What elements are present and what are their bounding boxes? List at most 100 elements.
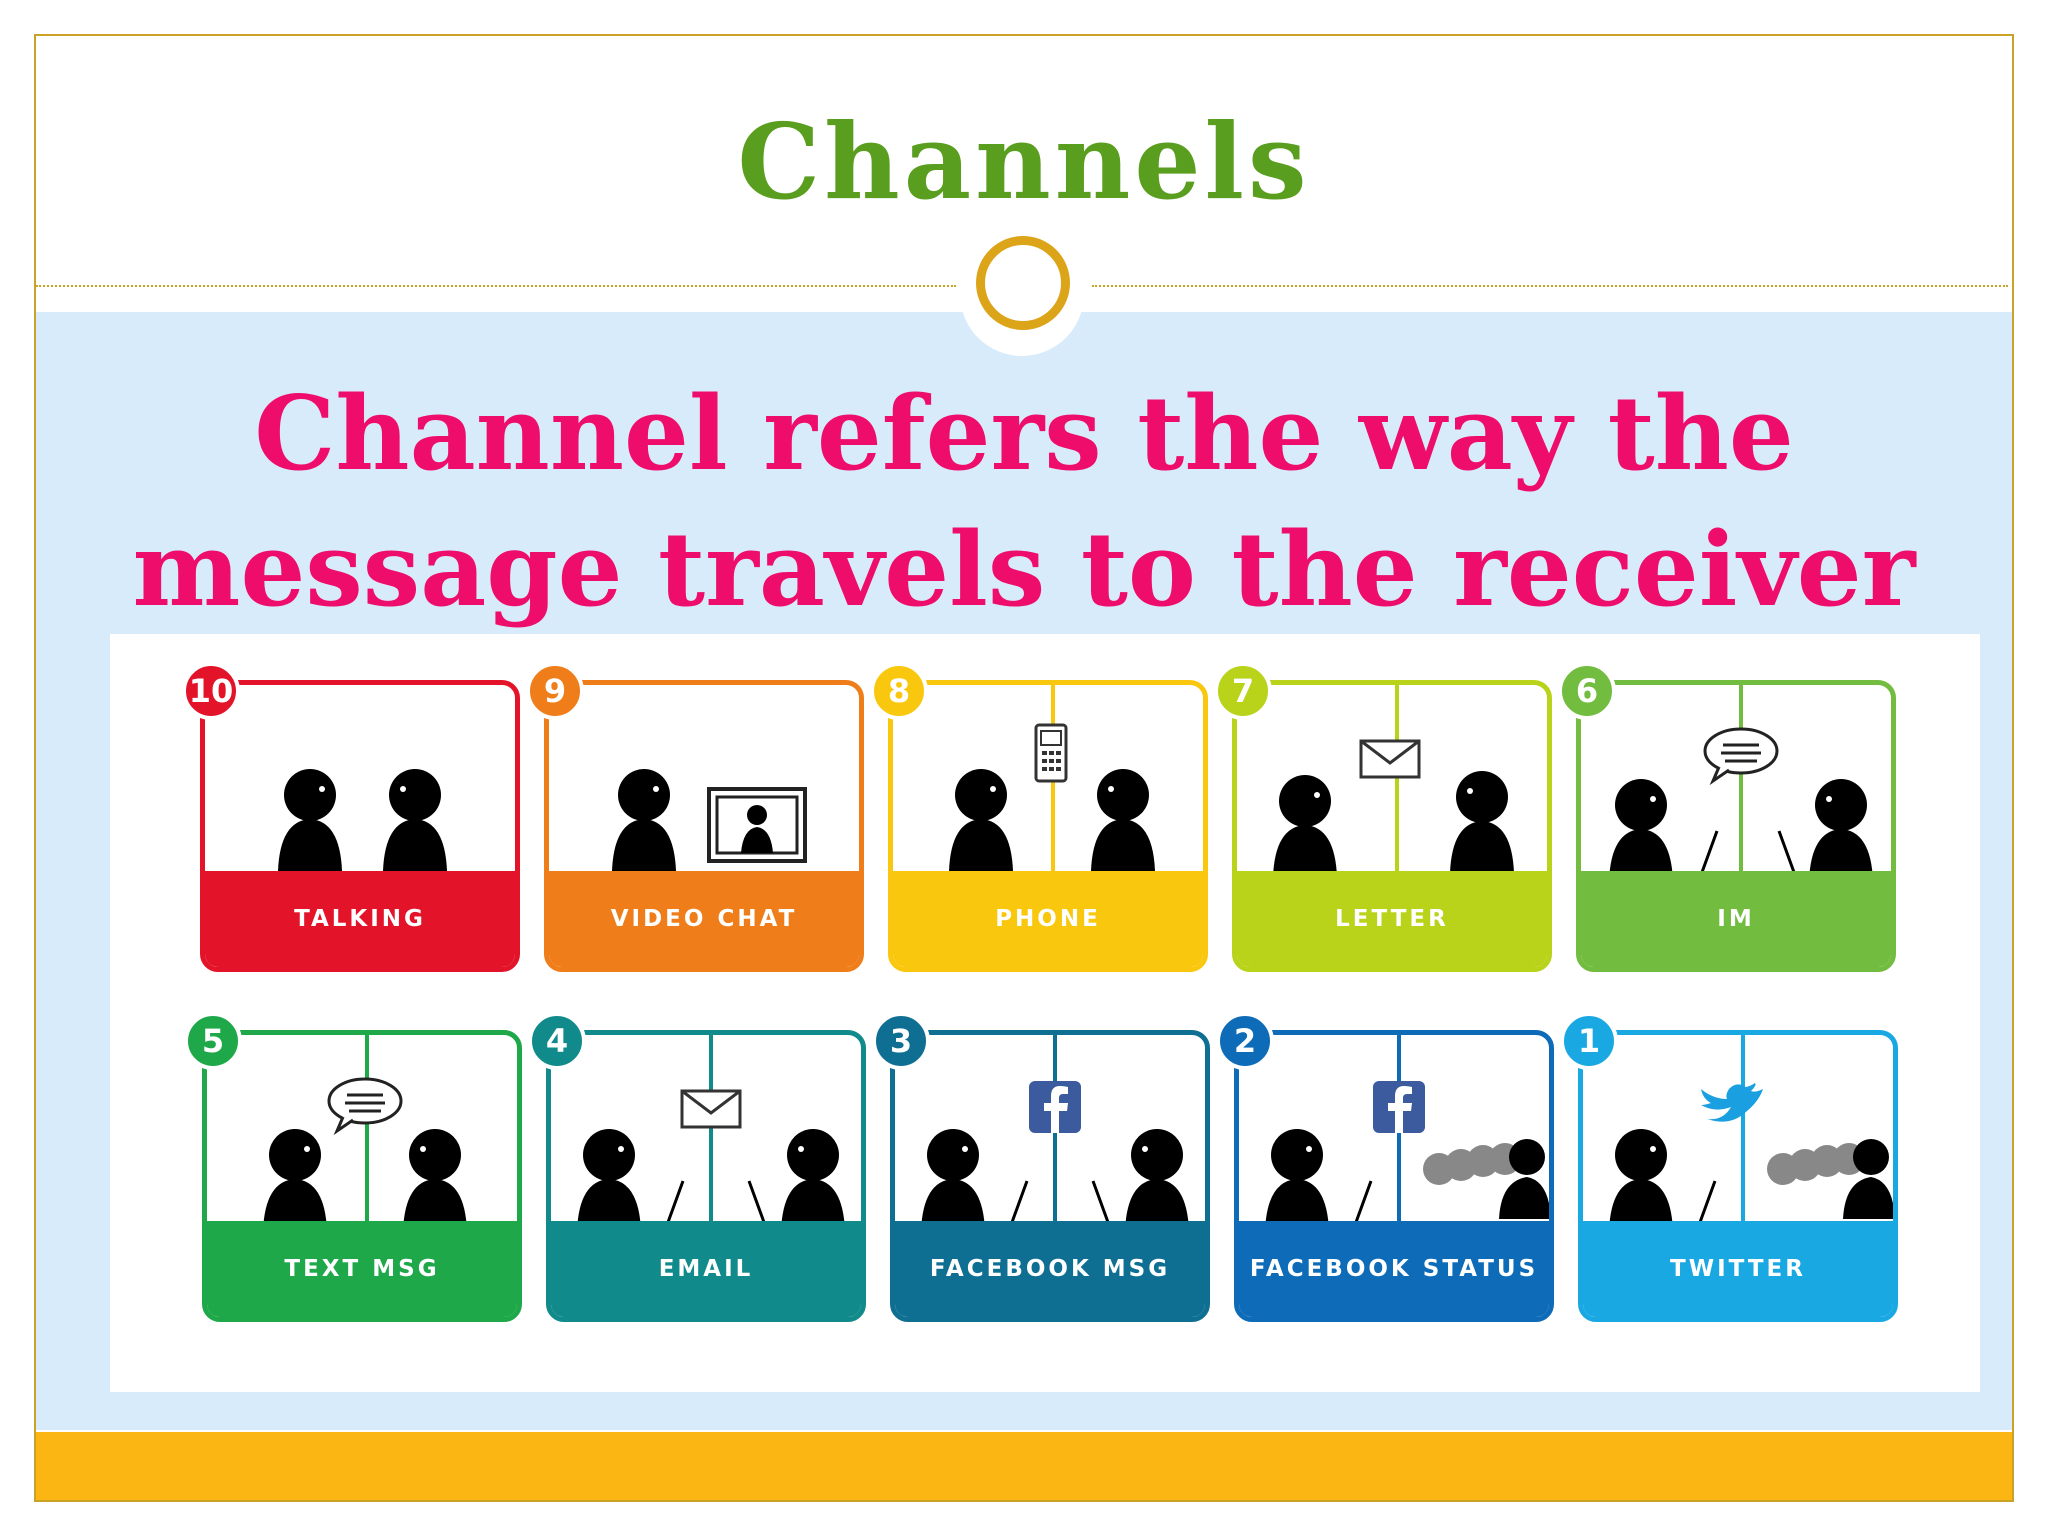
channel-card: TALKING 10 (182, 662, 520, 972)
video-screen-icon (707, 787, 807, 863)
channel-card: FACEBOOK MSG 3 (872, 1012, 1210, 1322)
scene-illustration (263, 1077, 467, 1231)
person-icon (949, 769, 1013, 871)
person-icon (1091, 769, 1155, 871)
card-frame: VIDEO CHAT (544, 680, 864, 972)
facebook-icon (1029, 1081, 1081, 1133)
twitter-bird-icon (1701, 1083, 1763, 1122)
channel-card: LETTER 7 (1214, 662, 1552, 972)
slide-title: Channels (737, 100, 1311, 223)
rank-badge: 4 (528, 1012, 586, 1070)
person-icon (1450, 771, 1514, 873)
channel-label: TALKING (205, 871, 515, 967)
rank-badge: 2 (1216, 1012, 1274, 1070)
rank-badge: 6 (1558, 662, 1616, 720)
envelope-icon (1359, 739, 1421, 779)
ring-ornament (976, 236, 1070, 330)
person-icon (1609, 1129, 1673, 1231)
rank-badge: 10 (182, 662, 240, 720)
card-frame: LETTER (1232, 680, 1552, 972)
person-icon (781, 1129, 845, 1231)
channel-card: FACEBOOK STATUS 2 (1216, 1012, 1554, 1322)
scene-illustration (577, 1089, 845, 1231)
card-frame: TEXT MSG (202, 1030, 522, 1322)
channel-label: LETTER (1237, 871, 1547, 967)
crowd-icon (1423, 1139, 1549, 1219)
headline: Channel refers the way the message trave… (0, 366, 2048, 638)
card-frame: FACEBOOK STATUS (1234, 1030, 1554, 1322)
person-icon (1273, 775, 1337, 877)
card-frame: IM (1576, 680, 1896, 972)
channel-label: VIDEO CHAT (549, 871, 859, 967)
rank-badge: 5 (184, 1012, 242, 1070)
laptop-icon (719, 1180, 767, 1227)
laptop-icon (1353, 1180, 1401, 1227)
scene-illustration (612, 769, 807, 871)
card-frame: PHONE (888, 680, 1208, 972)
channel-label: FACEBOOK MSG (895, 1221, 1205, 1317)
chat-bubble-icon (327, 1077, 403, 1136)
scene-illustration (949, 723, 1155, 871)
channel-card: PHONE 8 (870, 662, 1208, 972)
split-divider (1739, 685, 1743, 881)
card-frame: FACEBOOK MSG (890, 1030, 1210, 1322)
person-icon (403, 1129, 467, 1231)
channel-card: VIDEO CHAT 9 (526, 662, 864, 972)
person-icon (1125, 1129, 1189, 1231)
chat-bubble-icon (1703, 727, 1779, 786)
person-icon (263, 1129, 327, 1231)
mobile-phone-icon (1034, 723, 1068, 783)
headline-line-2: message travels to the receiver (132, 510, 1916, 630)
person-icon (1265, 1129, 1329, 1231)
scene-illustration (278, 769, 447, 871)
person-icon (921, 1129, 985, 1231)
channel-label: EMAIL (551, 1221, 861, 1317)
channel-label: IM (1581, 871, 1891, 967)
channel-label: FACEBOOK STATUS (1239, 1221, 1549, 1317)
split-divider (1741, 1035, 1745, 1231)
laptop-icon (1697, 1180, 1745, 1227)
slide-frame (34, 34, 2014, 1502)
person-icon (612, 769, 676, 871)
channel-card: TWITTER 1 (1560, 1012, 1898, 1322)
title-divider-left (36, 285, 956, 287)
facebook-icon (1373, 1081, 1425, 1133)
laptop-icon (1009, 1180, 1057, 1227)
person-icon (1809, 779, 1873, 881)
laptop-icon (665, 1180, 713, 1227)
crowd-icon (1767, 1139, 1893, 1219)
scene-illustration (1609, 1083, 1893, 1231)
envelope-icon (680, 1089, 742, 1129)
rank-badge: 1 (1560, 1012, 1618, 1070)
person-icon (383, 769, 447, 871)
person-icon (278, 769, 342, 871)
rank-badge: 7 (1214, 662, 1272, 720)
channel-card: TEXT MSG 5 (184, 1012, 522, 1322)
bottom-bar (36, 1432, 2012, 1500)
split-divider (1395, 685, 1399, 881)
scene-illustration (1265, 1081, 1549, 1231)
rank-badge: 3 (872, 1012, 930, 1070)
split-divider (1051, 685, 1055, 881)
card-frame: TALKING (200, 680, 520, 972)
split-divider (365, 1035, 369, 1231)
title-divider-right (1092, 285, 2008, 287)
laptop-icon (1063, 1180, 1111, 1227)
scene-illustration (1609, 727, 1873, 881)
channel-label: PHONE (893, 871, 1203, 967)
channel-card: EMAIL 4 (528, 1012, 866, 1322)
scene-illustration (1273, 739, 1514, 877)
card-frame: TWITTER (1578, 1030, 1898, 1322)
headline-line-1: Channel refers the way the (254, 374, 1794, 494)
rank-badge: 9 (526, 662, 584, 720)
person-icon (577, 1129, 641, 1231)
channel-label: TEXT MSG (207, 1221, 517, 1317)
rank-badge: 8 (870, 662, 928, 720)
split-divider (709, 1035, 713, 1231)
laptop-icon (1699, 830, 1747, 877)
person-icon (1609, 779, 1673, 881)
channel-label: TWITTER (1583, 1221, 1893, 1317)
channel-card: IM 6 (1558, 662, 1896, 972)
scene-illustration (921, 1081, 1189, 1231)
card-frame: EMAIL (546, 1030, 866, 1322)
